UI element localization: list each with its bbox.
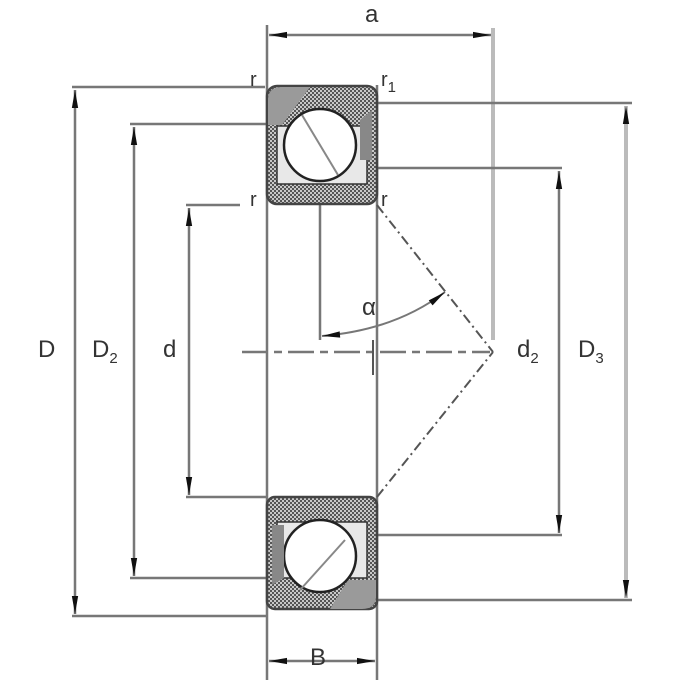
label-D2: D2 <box>92 336 118 367</box>
dimension-lines <box>71 31 630 665</box>
label-r-top-left: r <box>250 69 257 91</box>
label-B: B <box>310 644 327 671</box>
label-r1: r1 <box>381 69 397 96</box>
label-r-mid-left: r <box>250 189 257 211</box>
label-D: D <box>38 336 56 363</box>
contact-lines <box>376 204 494 498</box>
label-d2: d2 <box>517 336 539 367</box>
bearing-section-bottom <box>265 495 379 611</box>
label-alpha: α <box>362 294 376 321</box>
label-D3: D3 <box>578 336 604 367</box>
alpha-arc <box>321 291 446 338</box>
contact-line-bottom <box>376 351 494 498</box>
bearing-section-top <box>265 84 379 206</box>
label-d: d <box>163 336 177 363</box>
label-r-mid-right: r <box>381 189 388 211</box>
label-a: a <box>365 1 379 28</box>
horizontal-extension-lines <box>72 85 632 618</box>
contact-line-top <box>376 204 494 353</box>
ball-bottom <box>282 518 358 594</box>
